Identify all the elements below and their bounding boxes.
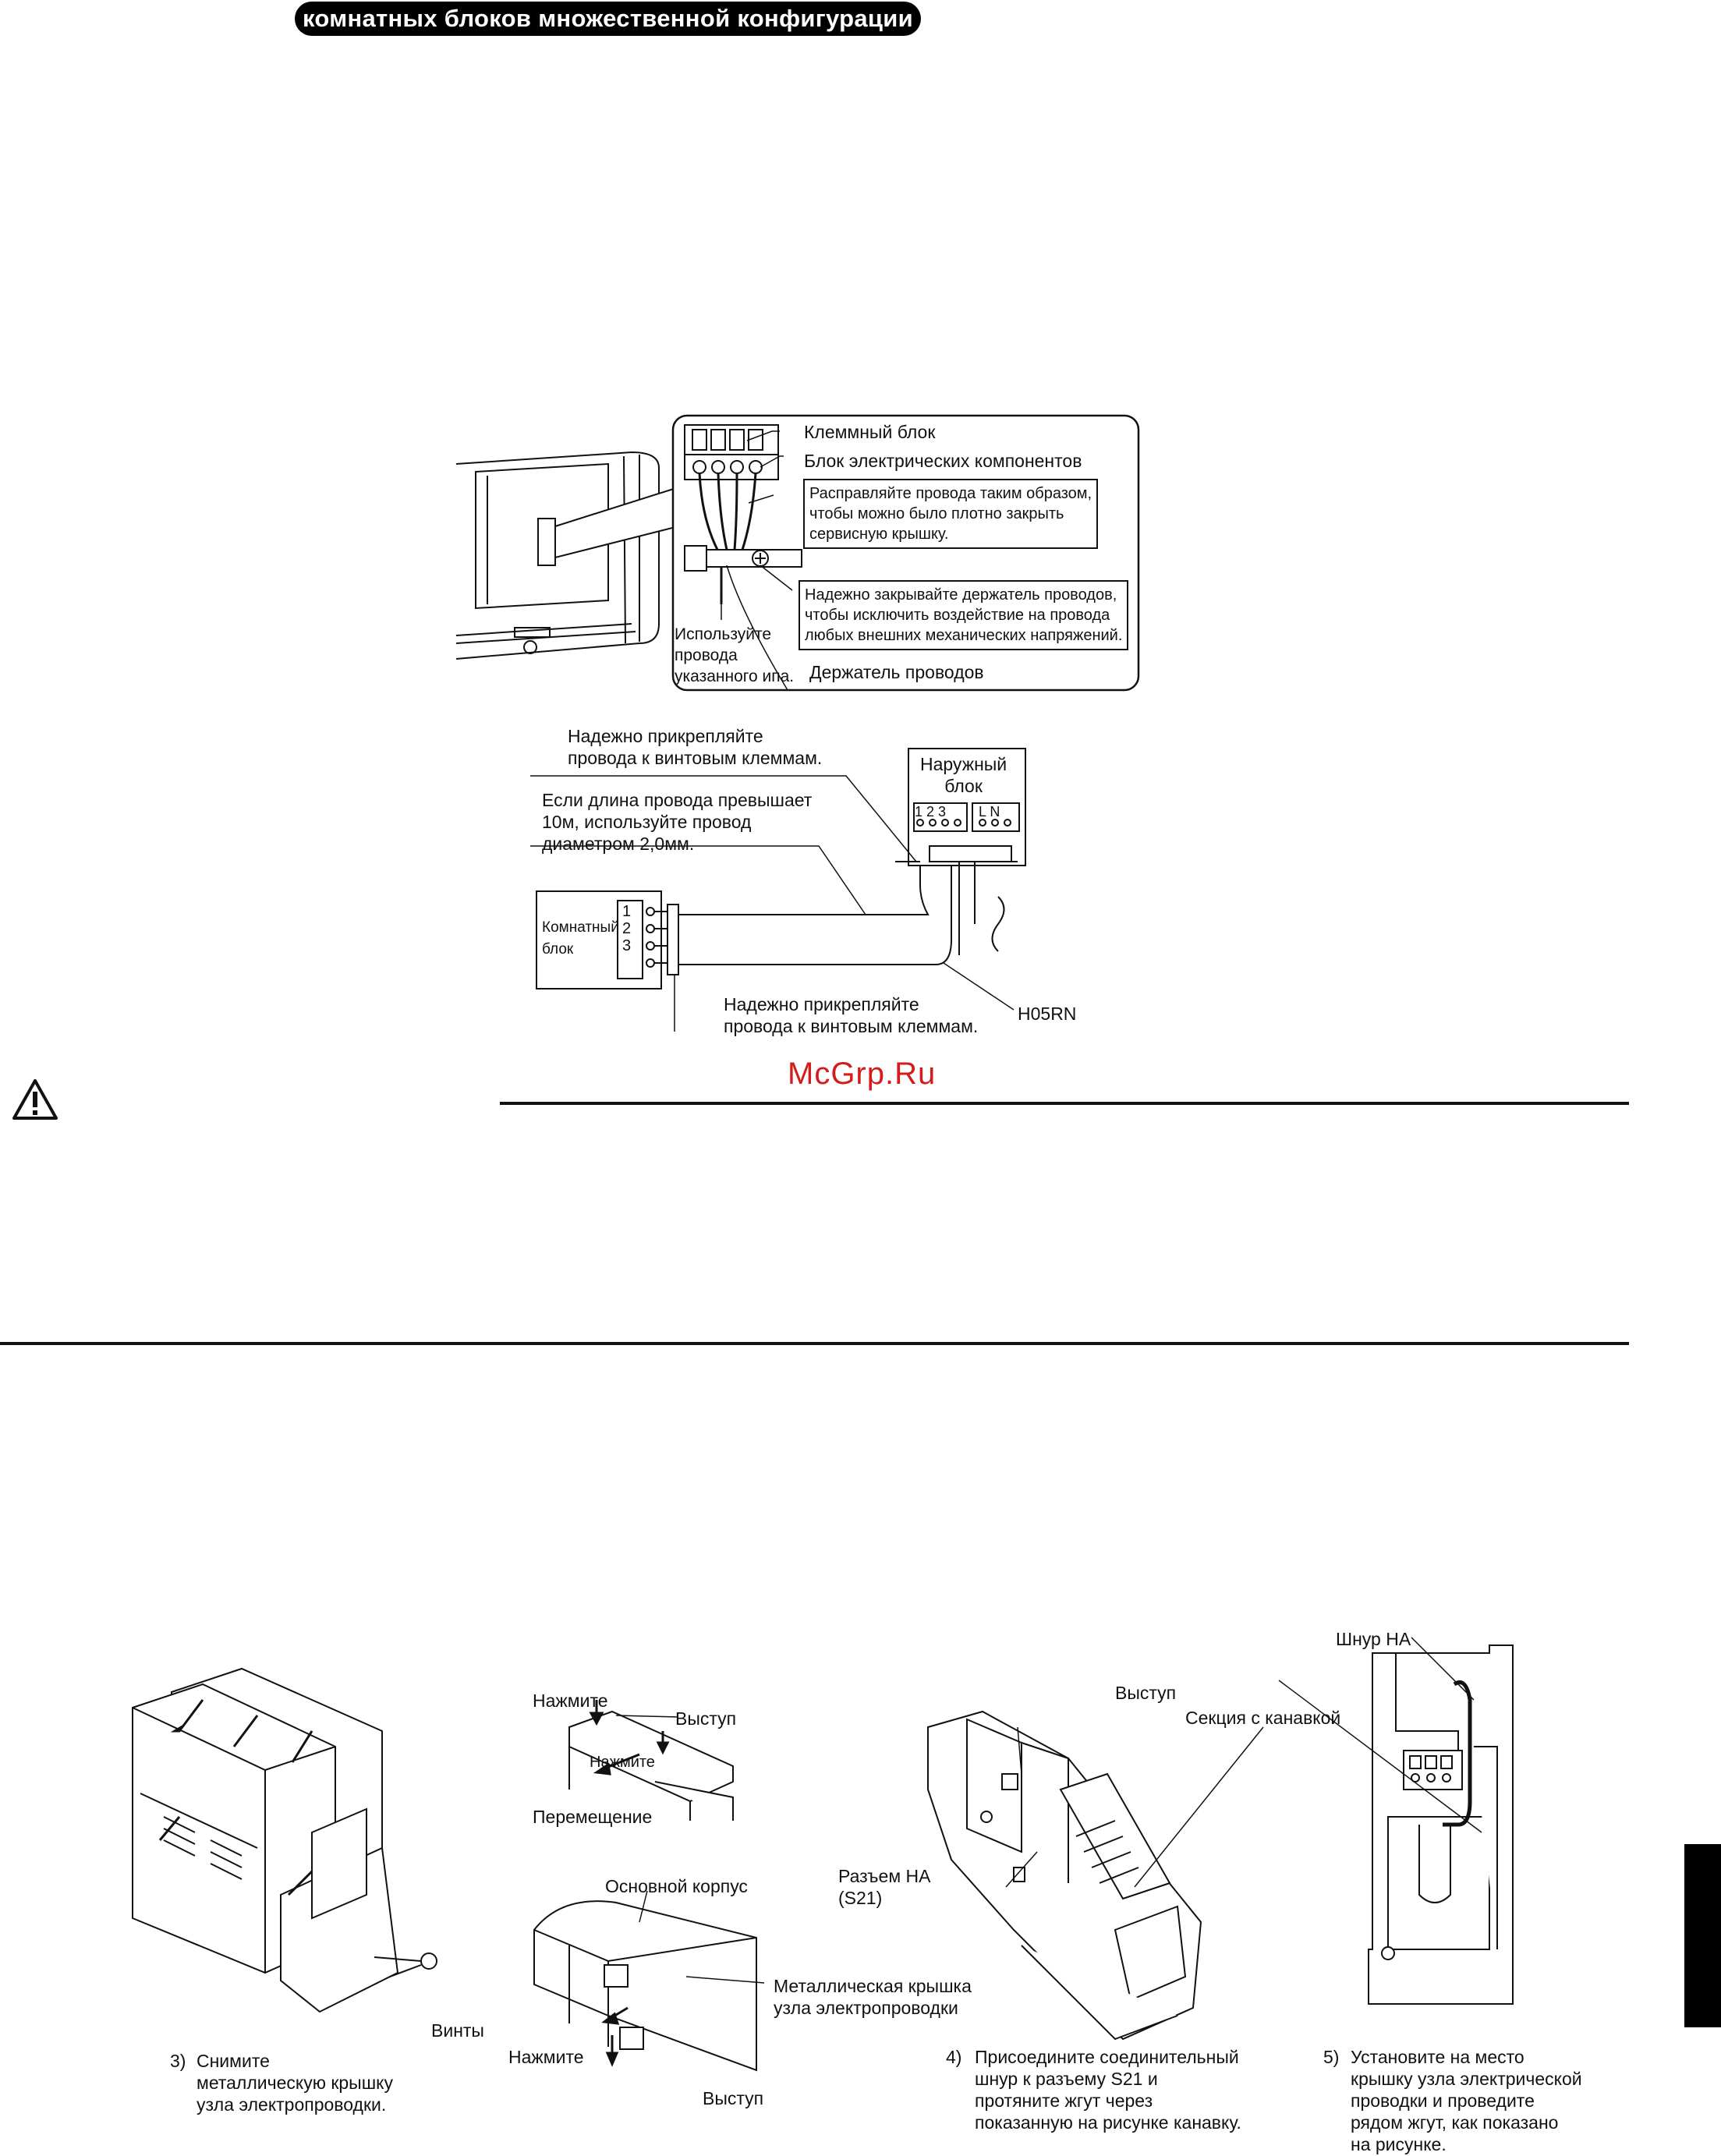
connection-diagram [530,748,1026,1032]
outdoor-terminal-numbers: 1 2 3 [915,804,947,820]
figure-main-body-cover [533,1890,765,2072]
indoor-terminal-3: 3 [622,937,632,954]
outdoor-unit-label: Наружный блок [920,754,1007,796]
divider-bottom [0,1342,1629,1345]
step-5-number: 5) [1323,2047,1340,2067]
note-straighten-wires: Расправляйте провода таким образом, чтоб… [803,479,1099,549]
tab-label-2: Выступ [703,2088,764,2108]
step-3-number: 3) [170,2051,186,2071]
step-4-number: 4) [946,2047,962,2067]
figure-remove-cover [132,1667,437,2013]
secure-terminals-bottom-label: Надежно прикрепляйте провода к винтовым … [724,994,979,1036]
page-edge-tab [1684,1844,1721,2027]
secure-terminals-top-label: Надежно прикрепляйте провода к винтовым … [568,726,823,768]
figure-connect-s21 [927,1710,1264,2041]
main-body-label: Основной корпус [605,1876,748,1896]
terminal-block-label: Клеммный блок [804,422,936,442]
cable-type-label: H05RN [1018,1004,1077,1024]
outdoor-power-terminals: L N [979,804,1000,820]
indoor-terminal-2: 2 [622,920,632,937]
ha-cord-label: Шнур НА [1336,1629,1411,1649]
press-label-2: Нажмите [508,2047,584,2067]
divider-top [500,1102,1629,1105]
wire-holder-label: Держатель проводов [809,662,984,682]
metal-cover-label: Металлическая крышка узла электропроводк… [774,1976,972,2018]
figure-press-tab [568,1700,734,1821]
press-label-1: Нажмите [533,1690,608,1711]
electrical-box-label: Блок электрических компонентов [804,451,1082,471]
watermark: McGrp.Ru [788,1057,937,1091]
screws-label: Винты [431,2020,484,2041]
move-label: Перемещение [533,1807,653,1827]
connector-s21-label: Разъем НА (S21) [838,1866,931,1908]
indoor-terminal-1: 1 [622,903,632,920]
figure-cord-routing [1278,1637,1514,2005]
step-4-text: Присоедините соединительный шнур к разъе… [975,2047,1241,2133]
tab-label-1: Выступ [675,1708,737,1729]
tab-label-3: Выступ [1115,1683,1177,1703]
step-3-text: Снимите металлическую крышку узла электр… [197,2051,393,2115]
warning-icon [12,1079,58,1120]
press-inner-label: Нажмите [590,1754,655,1771]
wire-length-note: Если длина провода превышает 10м, исполь… [542,790,813,854]
section-title: комнатных блоков множественной конфигура… [295,2,921,36]
indoor-unit-label: Комнатный блок [542,919,619,958]
groove-section-label: Секция с канавкой [1185,1708,1341,1728]
note-clamp-wires: Надежно закрывайте держатель проводов, ч… [799,580,1129,650]
use-specified-wire-label: Используйте провода указанного ипа. [675,625,795,685]
step-5-text: Установите на место крышку узла электрич… [1351,2047,1582,2154]
